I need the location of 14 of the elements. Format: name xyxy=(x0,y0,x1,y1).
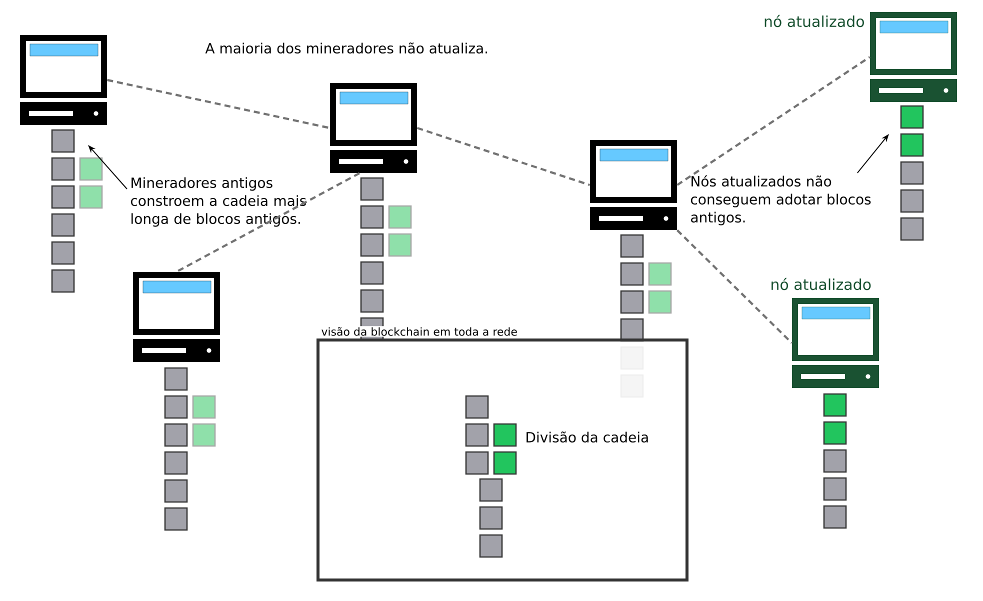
title: A maioria dos mineradores não atualiza. xyxy=(205,42,488,54)
computer-drawing xyxy=(133,272,220,362)
node-caption: nó atualizado xyxy=(772,278,871,290)
connection-line xyxy=(106,78,330,130)
network-view-box: visão da blockchain em toda a rede Divisão da cadeia xyxy=(316,326,688,582)
connection-line xyxy=(416,126,590,186)
node-caption: nó atualizado xyxy=(764,14,864,28)
computer-drawing xyxy=(330,83,417,173)
computer-drawing xyxy=(590,140,677,230)
computer-drawing xyxy=(20,35,107,125)
node-label: visão da blockchain em toda a rede xyxy=(322,327,517,336)
connection-line xyxy=(676,56,870,186)
connection-line xyxy=(176,172,360,273)
note-text: Nós atualizados não conseguem adotar blocos antigos. xyxy=(690,175,871,226)
